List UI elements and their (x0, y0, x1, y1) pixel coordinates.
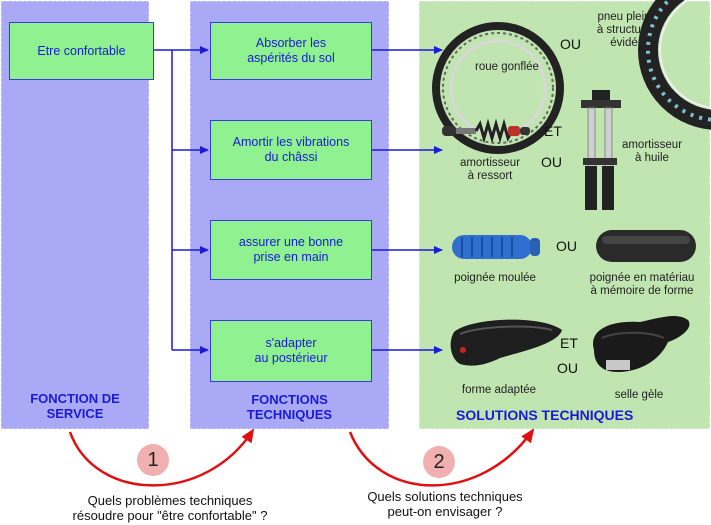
solution-caption-gel-saddle: selle gèle (614, 389, 664, 401)
airless-tire-image (638, 0, 711, 130)
technical-function-box-4: s'adapter au postérieur (210, 320, 372, 382)
solution-caption-airless-tire: pneu plein à structure évidé (596, 11, 652, 49)
service-column-title: FONCTION DE SERVICE (30, 391, 120, 421)
step-badge-2: 2 (423, 446, 455, 478)
solution-caption-oil-shock: amortisseur à huile (621, 139, 683, 164)
technical-functions-title: FONCTIONS TECHNIQUES (246, 392, 333, 422)
step-question-2: Quels solutions techniques peut-on envis… (367, 489, 523, 519)
gel-saddle-image (593, 316, 690, 372)
service-function-box: Etre confortable (9, 22, 154, 80)
technical-function-box-2: Amortir les vibrations du châssi (210, 120, 372, 180)
technical-solutions-title: SOLUTIONS TECHNIQUES (456, 407, 634, 423)
conjunction-ou-row2: OU (541, 154, 562, 170)
oil-shock-fork-image (581, 90, 621, 210)
solution-caption-molded-grip: poignée moulée (454, 272, 536, 284)
conjunction-ou-row4: OU (557, 360, 578, 376)
conjunction-ou-row3: OU (556, 238, 577, 254)
spring-shock-image (442, 118, 530, 144)
solution-caption-spring-shock: amortisseur à ressort (459, 157, 521, 182)
conjunction-et-row4: ET (560, 335, 578, 351)
molded-grip-image (452, 235, 540, 259)
shaped-saddle-image (450, 319, 562, 366)
solution-caption-memory-foam-grip: poignée en matériau à mémoire de forme (589, 272, 695, 297)
technical-function-box-1: Absorber les aspérités du sol (210, 22, 372, 80)
solution-caption-inflated-wheel: roue gonflée (475, 61, 539, 73)
conjunction-ou-row1: OU (560, 36, 581, 52)
solution-caption-shaped-saddle: forme adaptée (461, 384, 537, 396)
step-question-1: Quels problèmes techniques résoudre pour… (72, 493, 268, 523)
memory-foam-grip-image (596, 230, 696, 262)
step-badge-1: 1 (137, 444, 169, 476)
technical-function-box-3: assurer une bonne prise en main (210, 220, 372, 280)
conjunction-et-row2: ET (544, 123, 562, 139)
